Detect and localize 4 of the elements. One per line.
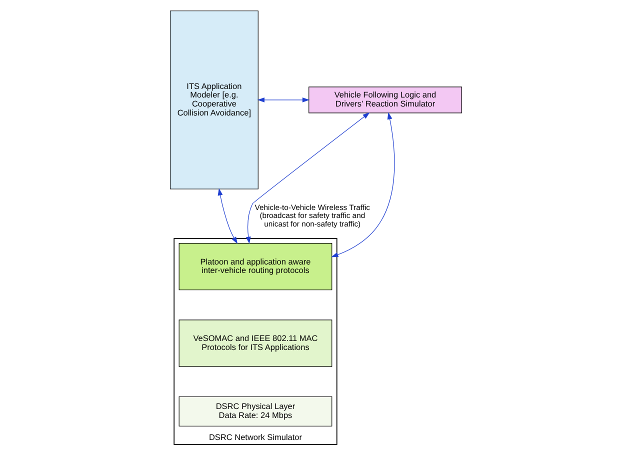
arrow <box>218 188 238 244</box>
arrow <box>246 112 370 244</box>
arrow <box>331 112 395 258</box>
arrow <box>257 97 310 102</box>
